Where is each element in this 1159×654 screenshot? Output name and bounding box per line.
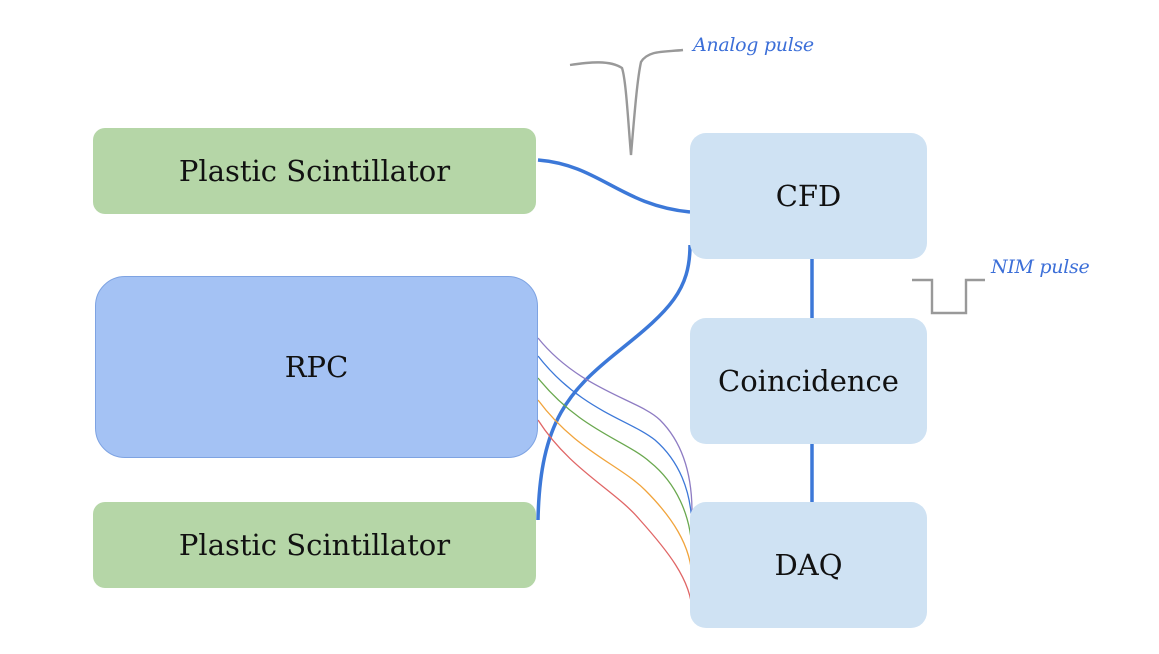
nim-pulse-label: NIM pulse bbox=[991, 256, 1090, 278]
analog-pulse-label: Analog pulse bbox=[693, 34, 814, 56]
rpc-strip-4 bbox=[537, 399, 693, 581]
scint-bottom-to-cfd-cable bbox=[536, 244, 692, 521]
plastic-scintillator-bottom: Plastic Scintillator bbox=[93, 502, 536, 588]
rpc-detector: RPC bbox=[95, 276, 538, 458]
rpc-strip-1 bbox=[537, 337, 693, 513]
cfd-module: CFD bbox=[690, 133, 927, 259]
analog-pulse-trace bbox=[569, 48, 684, 156]
rpc-strip-5 bbox=[537, 419, 693, 613]
scint-top-to-cfd-cable bbox=[537, 158, 691, 214]
daq-label: DAQ bbox=[774, 548, 843, 582]
plastic-scintillator-bottom-label: Plastic Scintillator bbox=[178, 528, 451, 562]
daq-module: DAQ bbox=[690, 502, 927, 628]
cfd-label: CFD bbox=[775, 179, 842, 213]
nim-pulse-trace bbox=[912, 278, 985, 315]
coincidence-module: Coincidence bbox=[690, 318, 927, 444]
plastic-scintillator-top: Plastic Scintillator bbox=[93, 128, 536, 214]
coincidence-label: Coincidence bbox=[718, 364, 899, 398]
rpc-label: RPC bbox=[284, 350, 349, 384]
rpc-strip-2 bbox=[537, 355, 693, 531]
rpc-strip-3 bbox=[537, 377, 693, 556]
plastic-scintillator-top-label: Plastic Scintillator bbox=[178, 154, 451, 188]
rpc-strip-cables bbox=[537, 337, 693, 613]
